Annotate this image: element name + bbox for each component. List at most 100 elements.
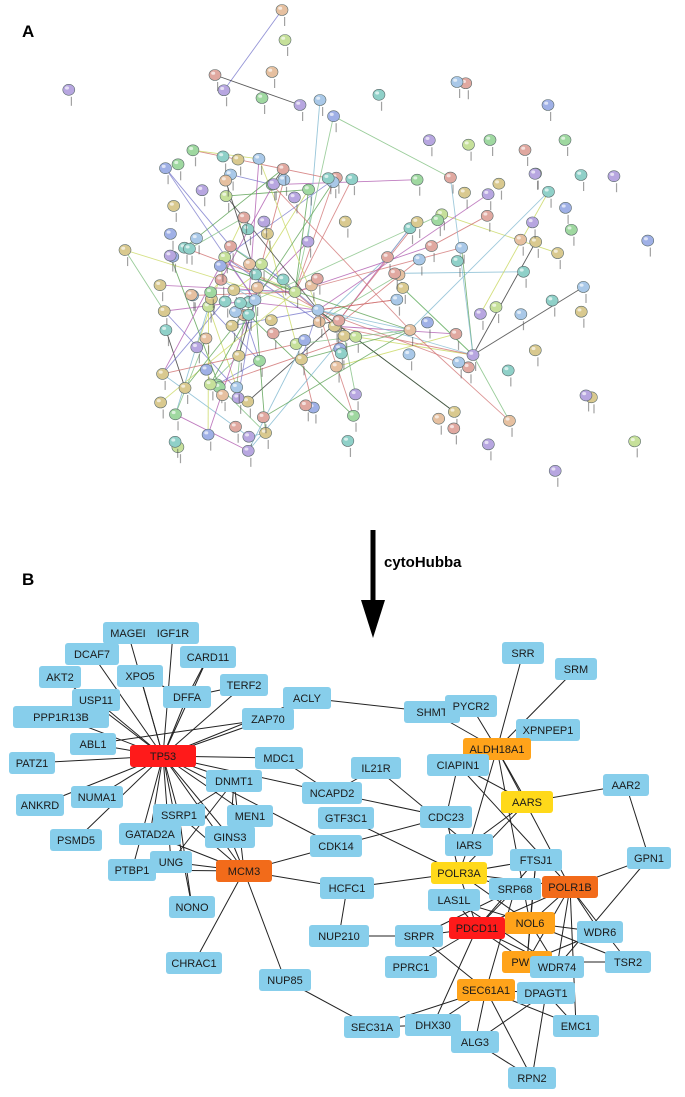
node-srp68[interactable]: SRP68 [489,878,541,900]
node-box [553,1015,599,1037]
node-box [310,835,362,857]
node-men1[interactable]: MEN1 [227,805,273,827]
node-psmd5[interactable]: PSMD5 [50,829,102,851]
node-dpagt1[interactable]: DPAGT1 [517,982,575,1004]
node-las1l[interactable]: LAS1L [428,889,480,911]
node-ciapin1[interactable]: CIAPIN1 [427,754,489,776]
node-emc1[interactable]: EMC1 [553,1015,599,1037]
node-box [603,774,649,796]
node-ssrp1[interactable]: SSRP1 [153,804,205,826]
node-box [405,1014,461,1036]
node-nono[interactable]: NONO [169,896,215,918]
node-zap70[interactable]: ZAP70 [242,708,294,730]
node-box [72,689,120,711]
node-label: CDK14 [318,841,353,853]
node-rpn2[interactable]: RPN2 [508,1067,556,1089]
node-label: AAR2 [612,780,641,792]
node-box [420,806,472,828]
node-tp53[interactable]: TP53 [130,745,196,767]
edge-srr-aldh18a1 [496,652,524,750]
node-ftsj1[interactable]: FTSJ1 [510,849,562,871]
node-dhx30[interactable]: DHX30 [405,1014,461,1036]
edge-pdcd11-dhx30 [432,927,478,1026]
node-label: UNG [159,857,183,869]
edge-aldh18a1-iars [468,748,498,846]
node-label: NCAPD2 [310,788,355,800]
edge-tp53-gatad2a [149,755,164,835]
node-abl1[interactable]: ABL1 [70,733,116,755]
node-label: AARS [512,797,542,809]
node-card11[interactable]: CARD11 [180,646,236,668]
node-patz1[interactable]: PATZ1 [9,752,55,774]
node-box [130,745,196,767]
node-mdc1[interactable]: MDC1 [255,747,303,769]
node-ung[interactable]: UNG [150,851,192,873]
node-dcaf7[interactable]: DCAF7 [65,643,119,665]
node-mcm3[interactable]: MCM3 [216,860,272,882]
node-box [385,956,437,978]
node-pdcd11[interactable]: PDCD11 [449,917,505,939]
node-magef[interactable]: MAGEI [103,622,153,644]
node-numa1[interactable]: NUMA1 [71,786,123,808]
node-sec61a1[interactable]: SEC61A1 [457,979,515,1001]
node-dffa[interactable]: DFFA [163,686,211,708]
node-aars[interactable]: AARS [501,791,553,813]
node-label: SEC31A [351,1022,394,1034]
node-gpn1[interactable]: GPN1 [627,847,671,869]
node-akt2[interactable]: AKT2 [39,666,81,688]
node-wdr74[interactable]: WDR74 [530,956,584,978]
node-acly[interactable]: ACLY [283,687,331,709]
node-box [555,658,597,680]
node-pprc1[interactable]: PPRC1 [385,956,437,978]
node-ncapd2[interactable]: NCAPD2 [302,782,362,804]
node-box [13,706,109,728]
node-igf1r[interactable]: IGF1R [147,622,199,644]
node-gins3[interactable]: GINS3 [205,826,255,848]
node-chrac1[interactable]: CHRAC1 [166,952,222,974]
node-label: WDR74 [538,962,577,974]
node-box [147,622,199,644]
node-srm[interactable]: SRM [555,658,597,680]
node-gtf3c1[interactable]: GTF3C1 [318,807,374,829]
node-polr1b[interactable]: POLR1B [542,876,598,898]
node-ptbp1[interactable]: PTBP1 [108,859,156,881]
node-box [431,862,487,884]
node-pycr2[interactable]: PYCR2 [445,695,497,717]
node-ppp1r13b[interactable]: PPP1R13B [13,706,109,728]
node-terf2[interactable]: TERF2 [220,674,268,696]
node-box [445,834,493,856]
node-cdc23[interactable]: CDC23 [420,806,472,828]
node-box [445,695,497,717]
node-box [206,770,262,792]
node-nup85[interactable]: NUP85 [259,969,311,991]
node-gatad2a[interactable]: GATAD2A [119,823,181,845]
node-aar2[interactable]: AAR2 [603,774,649,796]
node-label: ABL1 [80,739,107,751]
node-cdk14[interactable]: CDK14 [310,835,362,857]
node-polr3a[interactable]: POLR3A [431,862,487,884]
node-srr[interactable]: SRR [502,642,544,664]
node-tsr2[interactable]: TSR2 [605,951,651,973]
edge-tp53-dcaf7 [91,653,164,757]
node-xpnpep1[interactable]: XPNPEP1 [516,719,580,741]
node-nol6[interactable]: NOL6 [505,912,555,934]
node-usp11[interactable]: USP11 [72,689,120,711]
node-srpr[interactable]: SRPR [395,925,443,947]
node-nup210[interactable]: NUP210 [309,925,369,947]
node-iars[interactable]: IARS [445,834,493,856]
node-wdr6[interactable]: WDR6 [577,921,623,943]
node-xpo5[interactable]: XPO5 [117,665,163,687]
node-sec31a[interactable]: SEC31A [344,1016,400,1038]
node-alg3[interactable]: ALG3 [451,1031,499,1053]
node-dnmt1[interactable]: DNMT1 [206,770,262,792]
node-ankrd[interactable]: ANKRD [16,794,64,816]
node-box [163,686,211,708]
node-label: CARD11 [187,652,230,664]
node-box [627,847,671,869]
node-label: LAS1L [437,895,470,907]
node-hcfc1[interactable]: HCFC1 [320,877,374,899]
node-il21r[interactable]: IL21R [351,757,401,779]
node-label: DFFA [173,692,202,704]
